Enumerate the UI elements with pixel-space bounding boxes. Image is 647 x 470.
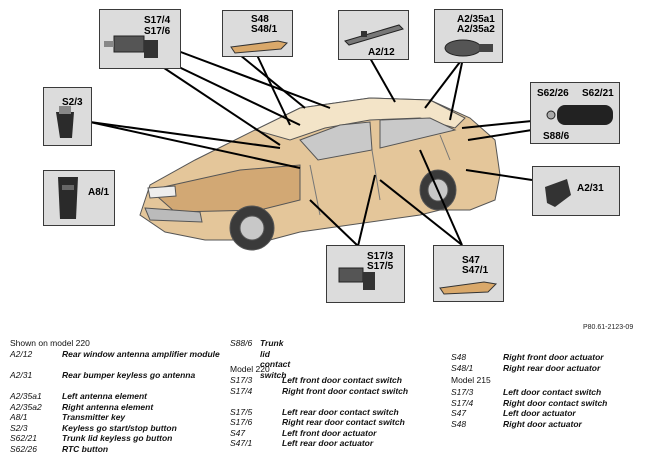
legend-desc: Right door actuator bbox=[503, 418, 582, 429]
callout-label: S62/21 bbox=[582, 88, 614, 99]
legend-code: S17/5 bbox=[230, 406, 253, 417]
car-body bbox=[139, 97, 501, 251]
legend-code: S47 bbox=[230, 427, 246, 438]
callout-label: S47/1 bbox=[462, 265, 489, 276]
legend-code: S48 bbox=[451, 418, 467, 429]
legend-code: S17/4 bbox=[230, 385, 253, 396]
callout-a2-31: A2/31 bbox=[532, 166, 620, 216]
legend-desc: Left door actuator bbox=[503, 408, 576, 418]
callout-a2-12: A2/12 bbox=[338, 10, 409, 60]
callout-s2-3: S2/3 bbox=[43, 87, 92, 146]
legend-desc: Left door contact switch bbox=[503, 387, 602, 397]
legend-desc: Right rear door actuator bbox=[503, 362, 601, 373]
callout-label: A8/1 bbox=[88, 187, 110, 198]
legend-desc: RTC button bbox=[62, 443, 109, 454]
door-actuator-icon bbox=[439, 281, 498, 295]
legend-code: A2/31 bbox=[10, 370, 33, 380]
legend-desc: Rear window antenna amplifier module bbox=[62, 349, 220, 359]
legend-col1-title: Shown on model 220 bbox=[10, 338, 90, 348]
legend-code: A2/35a1 bbox=[10, 391, 42, 401]
legend-desc: Trunk lid keyless go button bbox=[62, 433, 173, 443]
legend-col3-title: Model 215 bbox=[451, 375, 491, 385]
legend-desc: Left front door contact switch bbox=[282, 375, 402, 385]
legend-code: S17/6 bbox=[230, 417, 253, 427]
legend-code: S17/3 bbox=[451, 387, 474, 397]
callout-a8-1: A8/1 bbox=[43, 170, 115, 226]
start-stop-button-icon bbox=[56, 106, 74, 138]
callout-label: S47 bbox=[462, 255, 480, 266]
legend-code: A8/1 bbox=[10, 412, 28, 422]
callout-label: S48 bbox=[251, 14, 269, 25]
legend-desc: Right front door actuator bbox=[503, 352, 604, 362]
legend-code: S2/3 bbox=[10, 422, 28, 433]
door-actuator-icon bbox=[230, 40, 288, 54]
car-illustration bbox=[89, 47, 533, 251]
callout-s48-s48-1: S48 S48/1 bbox=[222, 10, 293, 57]
antenna-element-icon bbox=[444, 39, 493, 57]
legend-code: S48/1 bbox=[451, 362, 474, 373]
callout-label: S2/3 bbox=[62, 97, 83, 108]
leader-lines bbox=[89, 47, 533, 247]
legend-code: S88/6 bbox=[230, 338, 253, 348]
legend-code: S47 bbox=[451, 408, 467, 418]
bumper-antenna-icon bbox=[545, 179, 571, 207]
callout-label: S17/4 bbox=[144, 15, 171, 26]
callout-s62-s88: S62/26 S62/21 S88/6 bbox=[530, 82, 620, 144]
legend-code: A2/35a2 bbox=[10, 401, 42, 412]
legend-desc: Left front door actuator bbox=[282, 427, 377, 438]
legend-desc: Trunk lid contact switch bbox=[260, 338, 291, 380]
legend-desc: Keyless go start/stop button bbox=[62, 422, 177, 433]
legend-code: S62/21 bbox=[10, 433, 37, 443]
callout-a2-35: A2/35a1 A2/35a2 bbox=[434, 9, 503, 63]
callout-s17-3-s17-5: S17/3 S17/5 bbox=[326, 245, 405, 303]
antenna-amplifier-icon bbox=[344, 24, 404, 46]
callout-s47-s47-1: S47 S47/1 bbox=[433, 245, 504, 302]
legend-desc: Rear bumper keyless go antenna bbox=[62, 370, 196, 380]
callout-label: S17/6 bbox=[144, 26, 171, 37]
callout-label: A2/35a2 bbox=[457, 24, 495, 35]
callout-label: S62/26 bbox=[537, 88, 569, 99]
legend-desc: Right door contact switch bbox=[503, 397, 608, 408]
component-location-diagram: S17/4 S17/6 S48 S48/1 A2/12 A2/35a1 A2/3… bbox=[43, 9, 633, 331]
legend-col2-title: Model 220 bbox=[230, 364, 270, 374]
callout-label: S88/6 bbox=[543, 131, 570, 142]
legend-desc: Left rear door actuator bbox=[282, 438, 374, 448]
callout-label: A2/31 bbox=[577, 183, 604, 194]
callout-s17-4-s17-6: S17/4 S17/6 bbox=[99, 9, 181, 69]
switch-part-icon bbox=[104, 35, 158, 58]
legend-code: S17/3 bbox=[230, 375, 253, 385]
legend-desc: Transmitter key bbox=[62, 412, 126, 422]
callout-label: S17/5 bbox=[367, 261, 394, 272]
legend-code: A2/12 bbox=[10, 349, 33, 359]
legend-code: S48 bbox=[451, 352, 467, 362]
legend-desc: Right rear door contact switch bbox=[282, 417, 405, 427]
legend: Shown on model 220 A2/12 Rear window ante… bbox=[0, 334, 647, 470]
legend-code: S62/26 bbox=[10, 443, 37, 454]
transmitter-key-icon bbox=[58, 177, 78, 219]
callout-label: S48/1 bbox=[251, 24, 278, 35]
legend-desc: Left rear door contact switch bbox=[282, 406, 399, 417]
legend-desc: Right front door contact switch bbox=[282, 385, 409, 396]
callout-label: A2/12 bbox=[368, 47, 395, 58]
legend-code: S47/1 bbox=[230, 438, 253, 448]
reference-code: P80.61-2123-09 bbox=[583, 324, 634, 331]
legend-desc: Right antenna element bbox=[62, 401, 154, 412]
callout-label: A2/35a1 bbox=[457, 14, 495, 25]
trunk-button-icon bbox=[546, 105, 613, 125]
switch-part-icon bbox=[338, 267, 375, 290]
callout-label: S17/3 bbox=[367, 251, 394, 262]
legend-desc: Left antenna element bbox=[62, 391, 148, 401]
legend-code: S17/4 bbox=[451, 397, 474, 408]
